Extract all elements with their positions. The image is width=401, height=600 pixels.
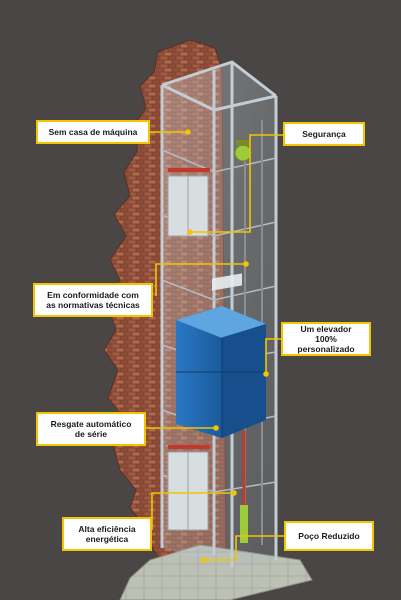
callout-pit: Poço Reduzido xyxy=(284,521,374,551)
callout-standards-line1: Em conformidade com xyxy=(47,290,139,300)
callout-rescue: Resgate automático de série xyxy=(36,412,146,446)
callout-rescue-line2: de série xyxy=(74,429,108,439)
callout-machine-room: Sem casa de máquina xyxy=(36,120,150,144)
callout-custom-line1: Um elevador xyxy=(300,324,352,334)
callout-standards: Em conformidade com as normativas técnic… xyxy=(33,283,153,317)
callout-standards-line2: as normativas técnicas xyxy=(46,300,140,310)
callout-rescue-line1: Resgate automático xyxy=(50,419,132,429)
machine-unit xyxy=(234,140,252,162)
callout-efficiency-line1: Alta eficiência xyxy=(78,524,136,534)
callout-efficiency: Alta eficiência energética xyxy=(62,517,152,551)
elevator-cabin xyxy=(176,273,266,438)
callout-machine-room-text: Sem casa de máquina xyxy=(48,127,138,137)
callout-pit-text: Poço Reduzido xyxy=(298,531,360,541)
leader-lines xyxy=(144,129,294,563)
callout-safety-text: Segurança xyxy=(302,129,346,139)
callout-safety: Segurança xyxy=(283,122,365,146)
callout-custom-line2: 100% personalizado xyxy=(297,334,355,354)
landing-doors xyxy=(167,168,210,531)
callout-efficiency-line2: energética xyxy=(85,534,129,544)
callout-custom: Um elevador 100% personalizado xyxy=(281,322,371,356)
buffer xyxy=(240,505,248,543)
